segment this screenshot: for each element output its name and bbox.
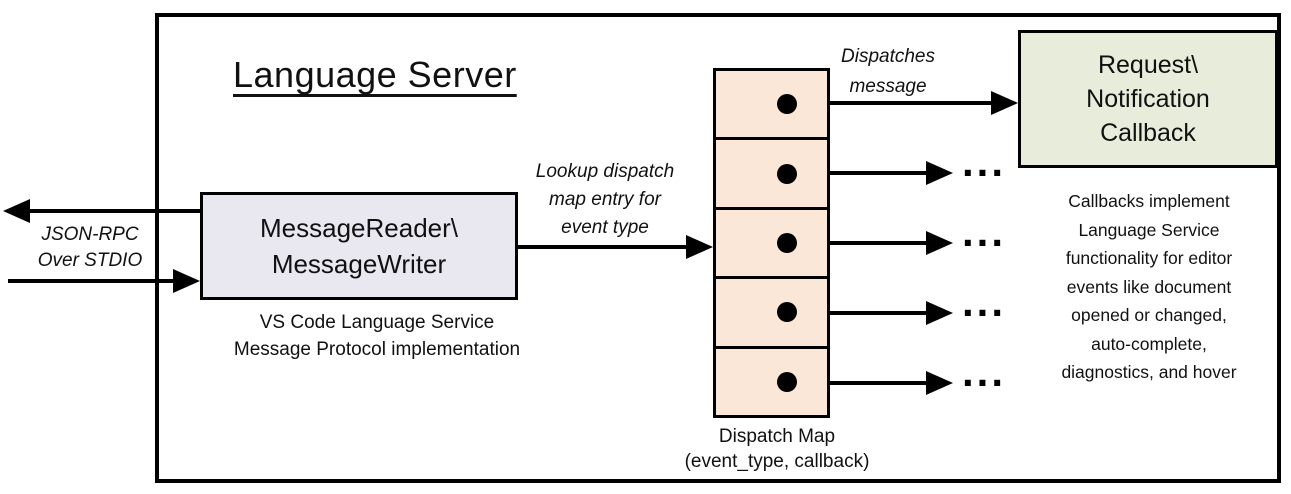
ellipsis-4: ... bbox=[962, 278, 1007, 325]
dispatch-map-cell-5 bbox=[716, 349, 827, 415]
dispatch-arrow-line-3 bbox=[786, 241, 929, 245]
map-entry-dot-icon bbox=[777, 233, 797, 254]
dispatch-arrow-line-5 bbox=[786, 381, 929, 385]
dispatch-map-caption: Dispatch Map (event_type, callback) bbox=[657, 424, 897, 474]
callbacks-note-line6: auto-complete, bbox=[1091, 333, 1207, 354]
callback-box-line1: Request\ bbox=[1097, 51, 1199, 79]
reader-box-caption-line1: VS Code Language Service bbox=[259, 312, 495, 333]
stdin-arrow-line bbox=[8, 279, 176, 283]
dispatch-arrowhead-icon-2 bbox=[926, 161, 953, 185]
ellipsis-2: ... bbox=[962, 138, 1007, 185]
callbacks-note-line7: diagnostics, and hover bbox=[1061, 362, 1237, 382]
message-reader-writer-line2: MessageWriter bbox=[271, 249, 447, 279]
dispatch-arrow-line-4 bbox=[786, 311, 929, 315]
stdout-arrowhead-icon bbox=[3, 199, 30, 223]
request-notification-callback-box: Request\ Notification Callback bbox=[1018, 30, 1278, 168]
map-entry-dot-icon bbox=[777, 163, 797, 184]
dispatch-map bbox=[713, 68, 830, 418]
dispatch-arrow-line-2 bbox=[786, 171, 929, 175]
ellipsis-3: ... bbox=[962, 208, 1007, 255]
dispatches-message-label-line2: message bbox=[849, 76, 927, 97]
callback-box-line3: Callback bbox=[1100, 119, 1196, 147]
json-rpc-stdio-label: JSON-RPC Over STDIO bbox=[15, 222, 165, 274]
stdout-arrow-line bbox=[26, 209, 200, 213]
callbacks-note-line4: events like document bbox=[1066, 276, 1232, 297]
ellipsis-5: ... bbox=[962, 348, 1007, 395]
lookup-arrowhead-icon bbox=[686, 235, 713, 259]
stdin-arrowhead-icon bbox=[173, 269, 200, 293]
lookup-dispatch-label-line1: Lookup dispatch bbox=[535, 161, 675, 182]
lookup-dispatch-label-line2: map entry for bbox=[549, 189, 661, 210]
reader-box-caption: VS Code Language Service Message Protoco… bbox=[197, 309, 557, 363]
callback-box-line2: Notification bbox=[1086, 85, 1210, 113]
dispatch-map-caption-line1: Dispatch Map bbox=[718, 426, 836, 447]
message-reader-writer-box: MessageReader\ MessageWriter bbox=[200, 192, 518, 300]
dispatch-map-cell-4 bbox=[716, 279, 827, 349]
dispatch-map-cell-2 bbox=[716, 140, 827, 210]
language-server-boundary-box bbox=[155, 13, 1281, 483]
dispatch-arrowhead-icon-1 bbox=[991, 91, 1018, 115]
json-rpc-stdio-label-line2: Over STDIO bbox=[37, 250, 143, 271]
callbacks-note-line3: functionality for editor bbox=[1065, 248, 1233, 268]
map-entry-dot-icon bbox=[777, 302, 797, 323]
callbacks-note-line1: Callbacks implement bbox=[1068, 191, 1230, 211]
reader-box-caption-line2: Message Protocol implementation bbox=[233, 339, 521, 360]
map-entry-dot-icon bbox=[777, 94, 797, 115]
dispatch-arrowhead-icon-5 bbox=[926, 371, 953, 395]
callbacks-note-line2: Language Service bbox=[1078, 219, 1220, 240]
lookup-dispatch-label-line3: event type bbox=[561, 217, 649, 238]
callbacks-note: Callbacks implement Language Service fun… bbox=[1018, 187, 1280, 387]
diagram-title: Language Server bbox=[233, 54, 517, 95]
dispatches-message-label-line1: Dispatches bbox=[841, 46, 935, 67]
callbacks-note-line5: opened or changed, bbox=[1071, 305, 1227, 325]
lookup-dispatch-label: Lookup dispatch map entry for event type bbox=[515, 158, 695, 242]
dispatch-map-caption-line2: (event_type, callback) bbox=[684, 451, 870, 472]
dispatch-map-cell-3 bbox=[716, 210, 827, 280]
json-rpc-stdio-label-line1: JSON-RPC bbox=[41, 224, 139, 245]
dispatch-arrowhead-icon-4 bbox=[926, 301, 953, 325]
dispatches-message-label: Dispatches message bbox=[823, 42, 953, 102]
dispatch-arrowhead-icon-3 bbox=[926, 231, 953, 255]
dispatch-arrow-line-1 bbox=[786, 101, 994, 105]
dispatch-map-cell-1 bbox=[716, 71, 827, 141]
lookup-arrow-line bbox=[518, 245, 688, 249]
map-entry-dot-icon bbox=[777, 371, 797, 392]
message-reader-writer-line1: MessageReader\ bbox=[260, 213, 458, 243]
